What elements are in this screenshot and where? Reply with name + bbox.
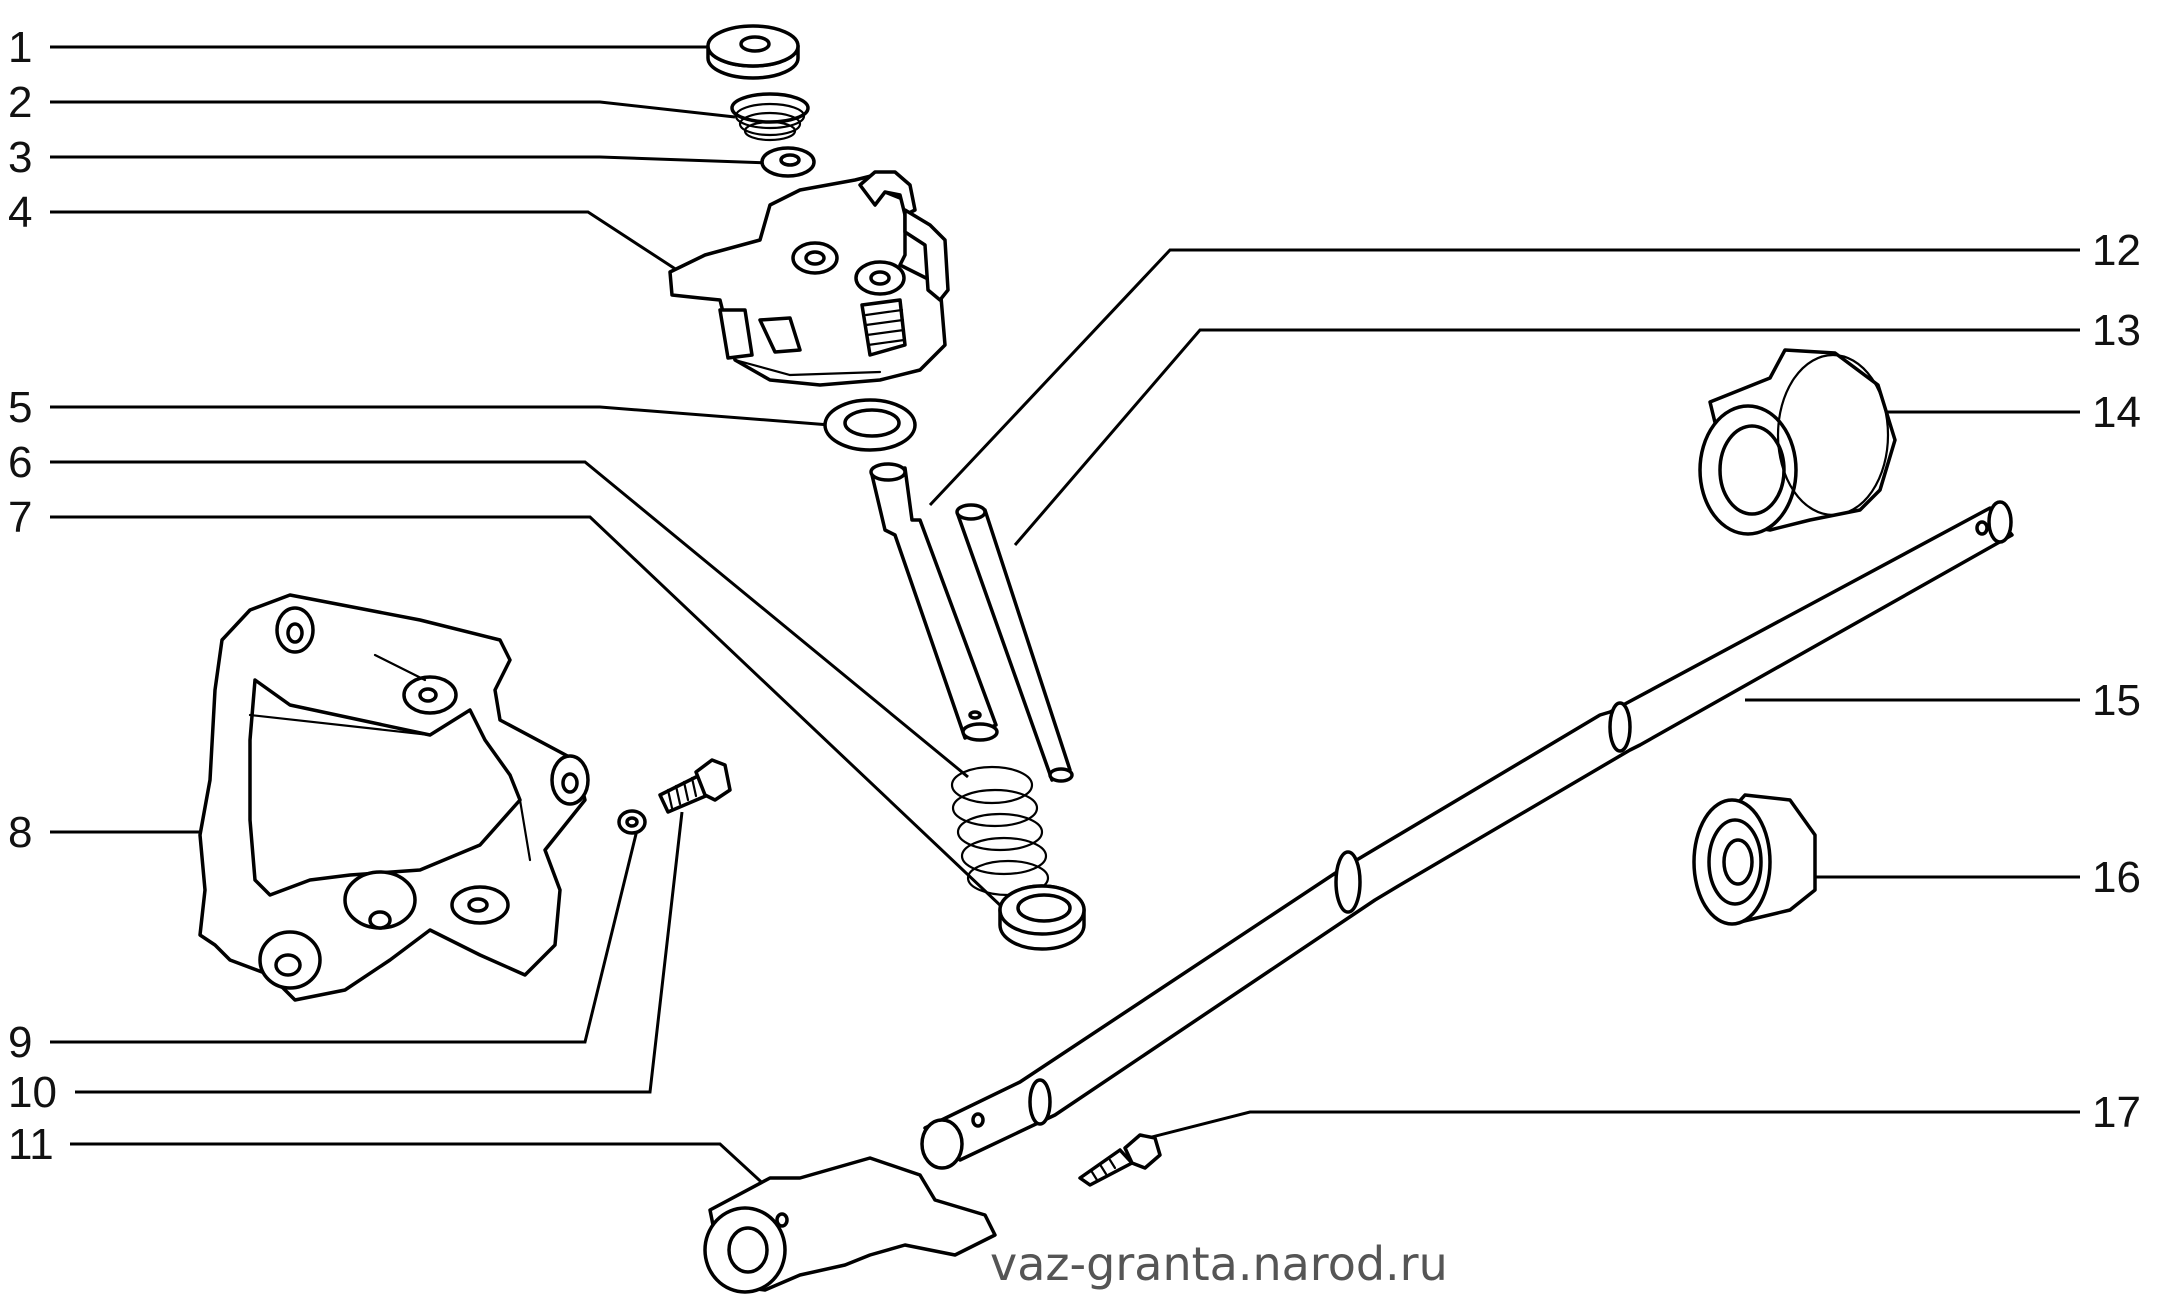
callout-5: 5: [8, 383, 32, 432]
leader-lines: [50, 45, 2080, 1192]
part-1-washer: [706, 24, 800, 80]
part-2-spring: [730, 92, 810, 142]
part-15-shaft: [920, 500, 2014, 1170]
callout-1: 1: [8, 23, 32, 72]
leader-line-6: [50, 460, 969, 779]
leader-line-13: [1013, 328, 2080, 546]
callout-15: 15: [2092, 676, 2141, 725]
part-8-frame: [198, 593, 590, 1002]
part-4-housing: [668, 170, 950, 387]
part-3-washer: [760, 146, 816, 178]
part-13-rod: [955, 503, 1074, 783]
callout-10: 10: [8, 1068, 57, 1117]
leader-line-5: [50, 405, 831, 427]
leader-line-17: [1139, 1110, 2080, 1142]
part-7-bushing: [998, 884, 1086, 951]
callout-16: 16: [2092, 853, 2141, 902]
callout-8: 8: [8, 808, 32, 857]
callout-12: 12: [2092, 226, 2141, 275]
part-5-washer: [823, 398, 917, 452]
callout-9: 9: [8, 1018, 32, 1067]
callout-17: 17: [2092, 1088, 2141, 1137]
part-6-coil-spring: [950, 765, 1050, 897]
callout-7: 7: [8, 493, 32, 542]
leader-line-3: [50, 155, 771, 165]
part-17-screw: [1078, 1133, 1162, 1187]
part-10-bolt: [658, 758, 732, 814]
part-9-washer: [617, 809, 647, 835]
leader-line-4: [50, 210, 681, 274]
part-12-pin: [869, 462, 999, 742]
callout-2: 2: [8, 78, 32, 127]
callout-3: 3: [8, 133, 32, 182]
leader-line-9: [50, 829, 639, 1044]
leader-line-11: [70, 1142, 772, 1192]
callout-11: 11: [8, 1120, 54, 1169]
leader-line-10: [75, 811, 684, 1094]
callout-4: 4: [8, 188, 32, 237]
callout-14: 14: [2092, 388, 2141, 437]
callout-labels: 1 2 3 4 5 6 7 8 9 10 11 12 13 14 15 16 1…: [8, 23, 2141, 1169]
leader-line-7: [50, 515, 1004, 909]
leader-line-2: [50, 100, 736, 119]
part-16-bearing: [1692, 793, 1817, 926]
watermark-text: vaz-granta.narod.ru: [990, 1237, 1448, 1291]
leader-line-12: [928, 248, 2080, 507]
part-11-lever: [703, 1156, 997, 1294]
callout-13: 13: [2092, 306, 2141, 355]
part-14-cap: [1698, 348, 1897, 536]
callout-6: 6: [8, 438, 32, 487]
